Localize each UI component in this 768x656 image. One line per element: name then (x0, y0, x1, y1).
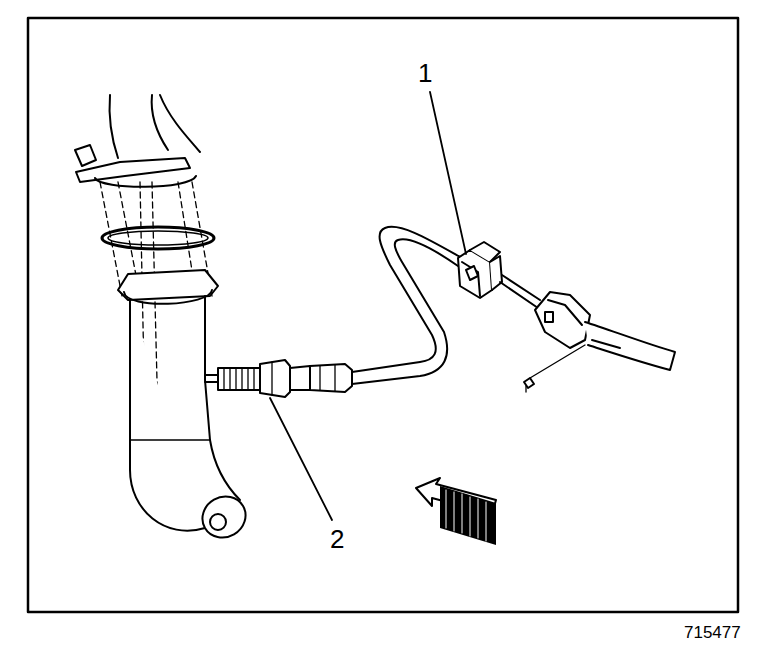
leader-line (270, 398, 332, 520)
figure-frame (28, 18, 738, 612)
exhaust-pipe (118, 270, 253, 545)
view-arrow (416, 478, 496, 545)
gasket (108, 231, 208, 245)
leader-line (430, 92, 466, 254)
callout-number: 1 (418, 60, 432, 86)
sensor-wire (352, 227, 462, 384)
harness-connector (524, 292, 675, 392)
callout-number: 2 (330, 526, 344, 552)
figure-number: 715477 (684, 624, 741, 641)
gasket (102, 227, 214, 249)
oxygen-sensor (205, 360, 352, 397)
exhaust-manifold (75, 95, 200, 187)
electrical-connector (458, 242, 540, 308)
